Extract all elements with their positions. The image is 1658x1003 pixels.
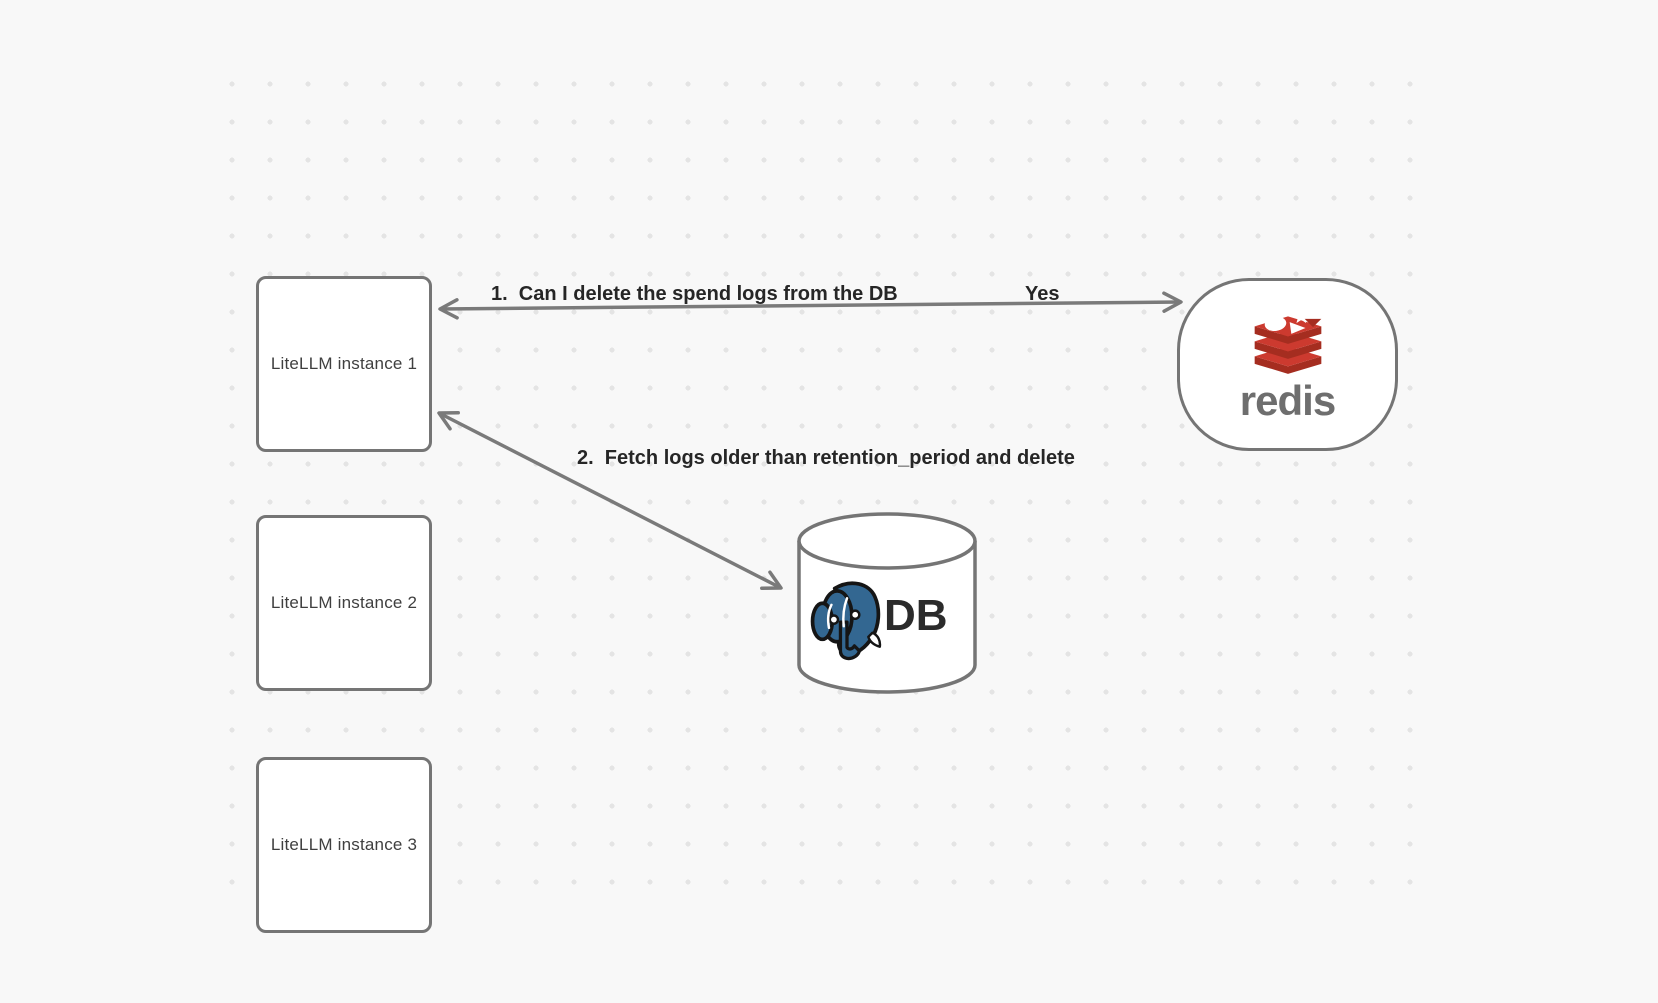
litellm-instance-3-label: LiteLLM instance 3 [270,835,418,854]
edge-1-response-label: Yes [1025,283,1060,305]
litellm-instance-1-node[interactable]: LiteLLM instance 1 [256,276,432,452]
db-label: DB [884,591,948,640]
litellm-instance-2-node[interactable]: LiteLLM instance 2 [256,515,432,691]
redis-node[interactable]: redis [1177,278,1398,451]
redis-logo-icon [1254,307,1321,374]
redis-wordmark: redis [1239,376,1336,424]
edge-1-label: 1. Can I delete the spend logs from the … [491,283,898,305]
postgresql-elephant-icon [810,581,882,661]
litellm-instance-3-node[interactable]: LiteLLM instance 3 [256,757,432,933]
litellm-instance-2-label: LiteLLM instance 2 [270,593,418,612]
litellm-instance-1-label: LiteLLM instance 1 [270,354,418,373]
edge-2-label: 2. Fetch logs older than retention_perio… [577,447,1075,469]
